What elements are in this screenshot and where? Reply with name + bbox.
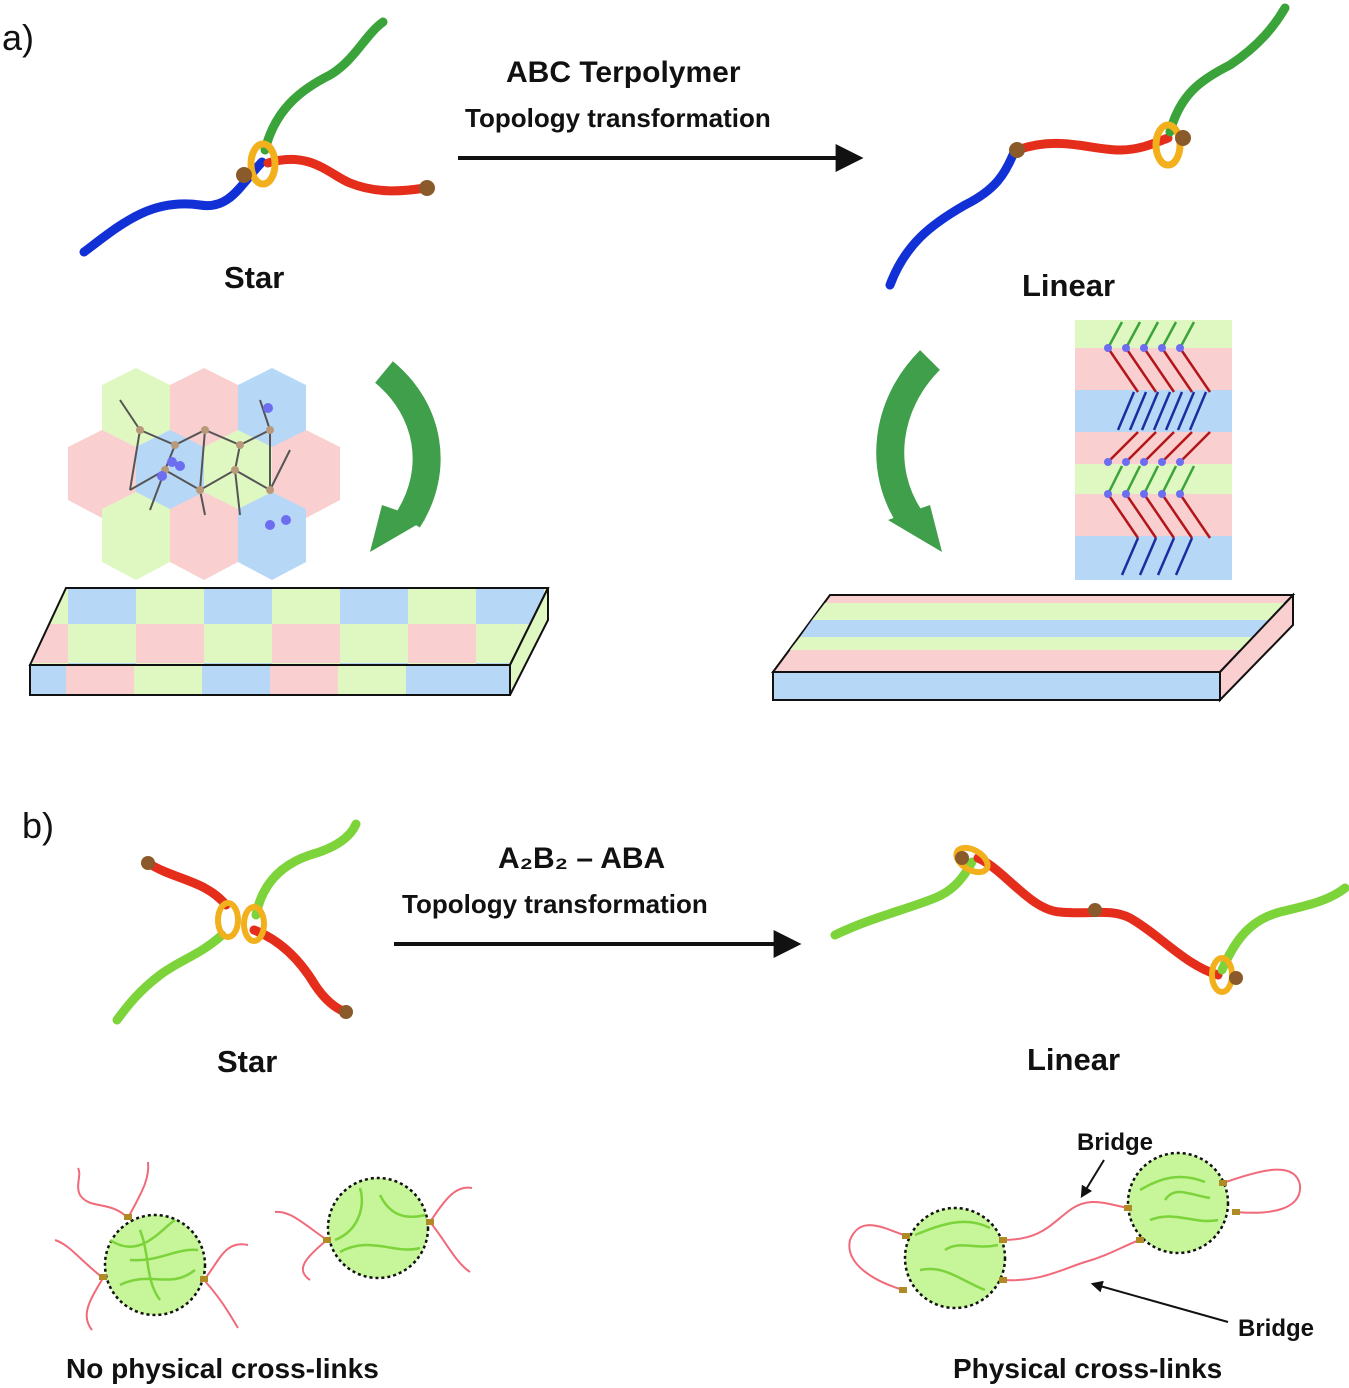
end-bead	[955, 851, 969, 865]
domain-hexagon	[170, 368, 238, 456]
block-a-chain	[112, 930, 227, 1025]
block-b-chain	[263, 154, 430, 196]
block-b-chain	[1012, 133, 1173, 155]
block-c-chain	[885, 145, 1020, 290]
lamellar-morphology	[1075, 320, 1232, 580]
panel-b-title: A₂B₂ – ABA	[498, 842, 665, 875]
hexagonal-morphology	[68, 368, 340, 580]
domain-hexagon	[204, 430, 272, 518]
panel-b-label: b)	[22, 805, 54, 846]
abc-linear-polymer: Linear	[885, 3, 1290, 303]
slab-side-face	[509, 587, 549, 696]
bridge-chain	[1002, 1201, 1129, 1241]
block-a-chain	[830, 857, 977, 940]
domain-hexagon	[68, 430, 136, 518]
domain-hexagon	[238, 492, 306, 580]
no-crosslinks-label: No physical cross-links	[66, 1353, 379, 1384]
panel-a-label: a)	[2, 17, 34, 58]
micelle	[1126, 1151, 1230, 1255]
a-block-strands	[1106, 321, 1196, 495]
rotaxane-ring	[241, 904, 267, 944]
c-block-strands	[1116, 391, 1208, 576]
domain-hexagon	[102, 492, 170, 580]
rotaxane-ring	[247, 140, 279, 188]
end-bead	[419, 180, 435, 196]
block-b-chain	[143, 858, 231, 910]
bridge-pointer-bottom	[1090, 1280, 1229, 1323]
crosslinks-label: Physical cross-links	[953, 1353, 1222, 1384]
panel-b: b) Star A₂B₂ – ABA Topology transformati…	[22, 805, 1349, 1384]
star-label-a: Star	[224, 260, 284, 295]
panel-a: a) Star ABC Terpolymer Topology transfor…	[2, 3, 1296, 703]
junction-points	[136, 426, 274, 494]
slab-front-face	[29, 664, 511, 696]
aba-linear-polymer: Linear	[830, 844, 1349, 1077]
bridge-chain	[1002, 1239, 1141, 1282]
star-label-b: Star	[217, 1044, 277, 1079]
block-a-chain	[251, 819, 361, 920]
slab-front-face	[772, 671, 1221, 701]
micelle	[54, 1161, 249, 1331]
end-bead	[141, 856, 155, 870]
block-a-chain	[1165, 3, 1290, 137]
block-a-chain	[1217, 883, 1349, 975]
end-bead	[339, 1005, 353, 1019]
bridge-pointer-top	[1080, 1159, 1105, 1199]
linear-label-a: Linear	[1022, 268, 1115, 303]
abc-star-polymer: Star	[79, 17, 435, 295]
slab-side-face	[1219, 592, 1294, 703]
end-bead	[1009, 142, 1025, 158]
block-c-ends	[157, 403, 291, 530]
block-a-chain	[260, 17, 388, 155]
domain-hexagon	[238, 368, 306, 456]
hexagonal-slab	[28, 587, 550, 696]
a2b2-star-polymer: Star	[112, 819, 361, 1079]
end-bead	[1229, 971, 1243, 985]
bridged-micelles: Bridge Bridge Physical cross-links	[848, 1129, 1314, 1384]
isolated-micelles: No physical cross-links	[54, 1161, 473, 1384]
panel-a-title: ABC Terpolymer	[506, 56, 741, 89]
linear-label-b: Linear	[1027, 1042, 1120, 1077]
domain-hexagon	[170, 492, 238, 580]
block-c-chain	[79, 157, 267, 257]
micelle	[274, 1176, 473, 1281]
curved-arrow-right	[876, 350, 942, 552]
end-bead	[1175, 130, 1191, 146]
panel-b-subtitle: Topology transformation	[402, 889, 708, 919]
end-bead	[236, 167, 252, 183]
bridge-label-bottom: Bridge	[1238, 1315, 1314, 1342]
panel-a-subtitle: Topology transformation	[465, 103, 771, 133]
end-bead	[1088, 903, 1102, 917]
rotaxane-ring	[953, 844, 991, 876]
junction-dots	[1104, 344, 1184, 498]
lamellar-slab	[771, 592, 1296, 703]
bridge-label-top: Bridge	[1077, 1129, 1153, 1156]
micelle	[903, 1206, 1007, 1310]
b-block-strands	[1106, 347, 1212, 539]
rotaxane-ring	[215, 900, 241, 940]
block-b-chain	[973, 853, 1223, 980]
domain-hexagon	[102, 368, 170, 456]
curved-arrow-left	[370, 361, 441, 552]
block-b-chain	[249, 925, 350, 1017]
